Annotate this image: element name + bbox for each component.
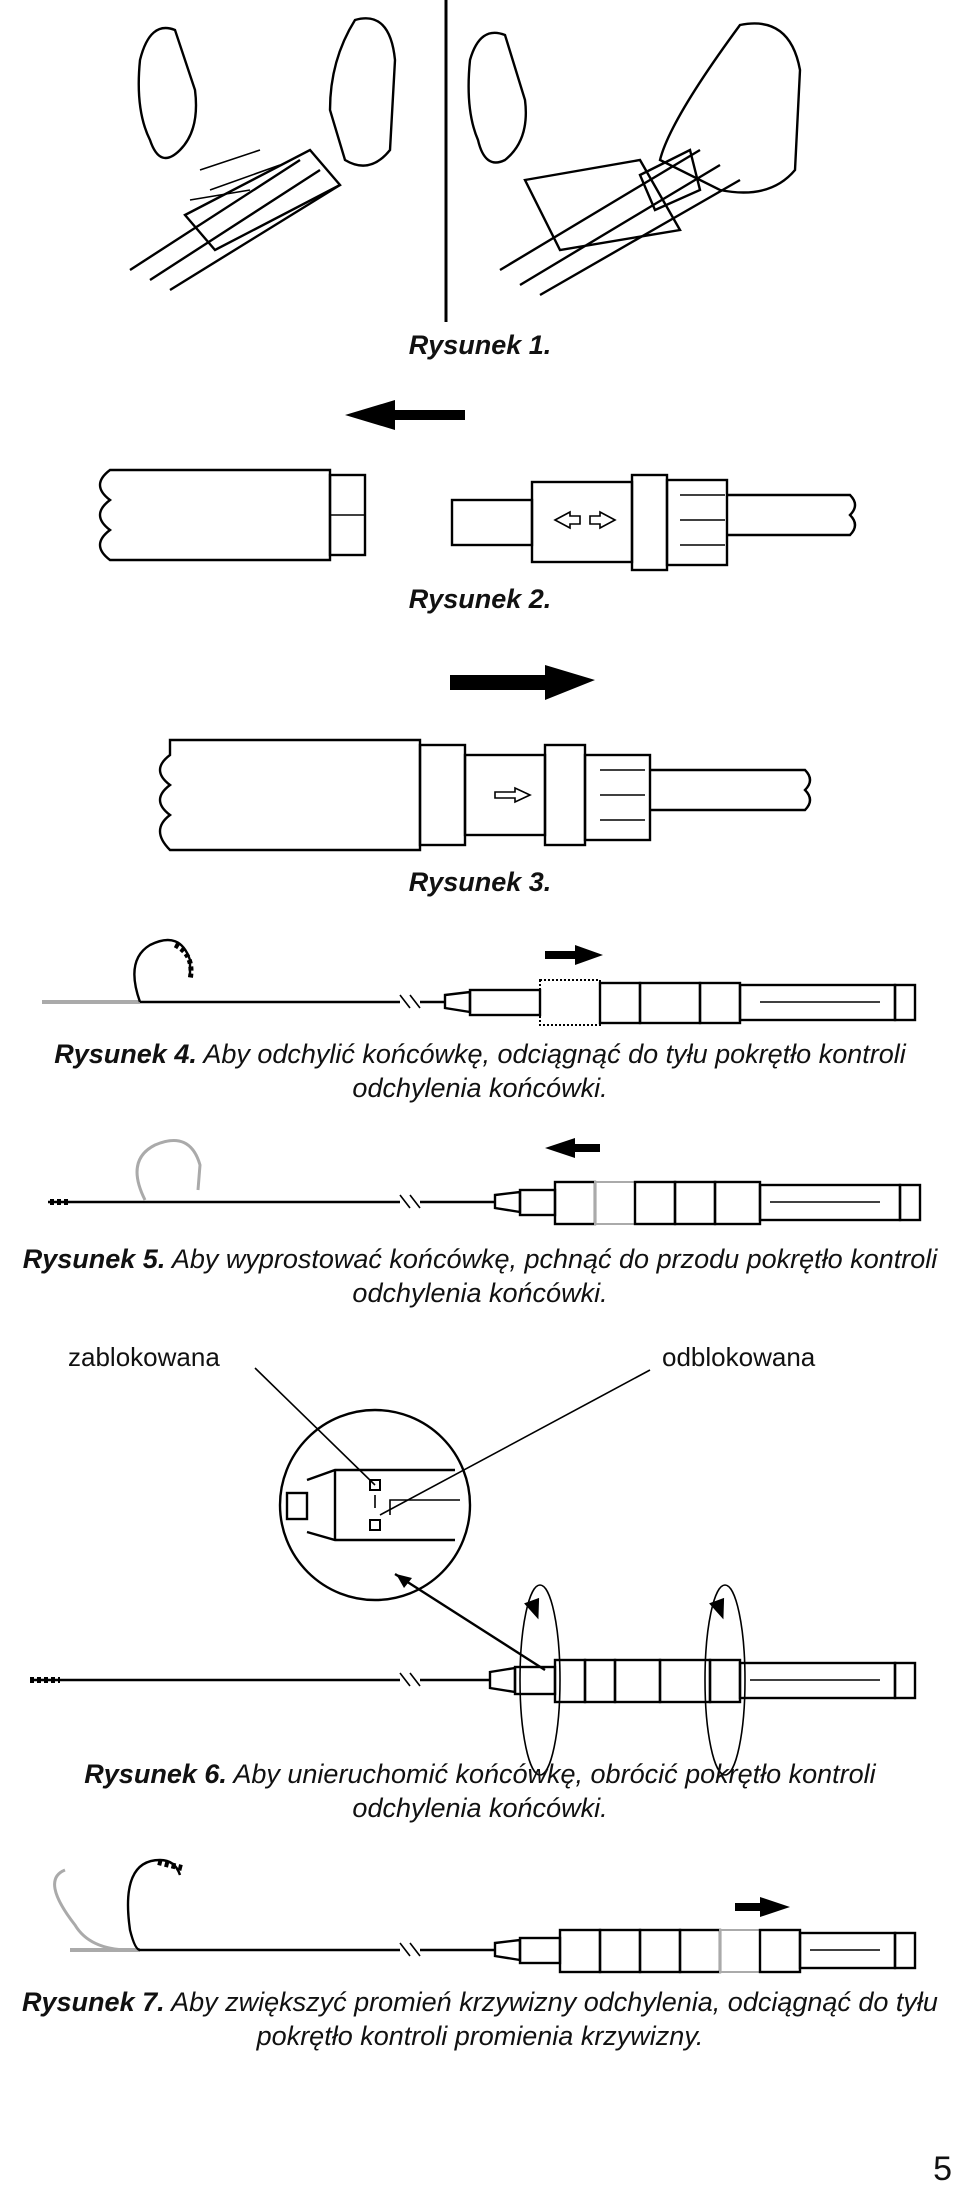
figure-7-text: Aby zwiększyć promień krzywizny odchylen… [164,1987,938,2051]
figure-5-text: Aby wyprostować końcówkę, pchnąć do przo… [165,1244,938,1308]
figure-3-illustration [158,665,812,852]
figure-6-number: Rysunek 6. [84,1759,227,1789]
figure-6-illustration [30,1367,917,1776]
figure-4-text: Aby odchylić końcówkę, odciągnąć do tyłu… [196,1039,906,1103]
figure-7-number: Rysunek 7. [22,1987,165,2017]
figure-4-caption: Rysunek 4. Aby odchylić końcówkę, odciąg… [10,1037,950,1105]
figure-1-illustration [129,0,802,322]
figure-6-text: Aby unieruchomić końcówkę, obrócić pokrę… [226,1759,876,1823]
figure-4-number: Rysunek 4. [54,1039,197,1069]
figure-7-illustration [53,1858,917,1974]
figure-5-illustration [48,1138,922,1226]
figure-2-caption: Rysunek 2. [0,582,960,616]
figure-2-number: Rysunek 2. [408,584,552,614]
figure-1-number: Rysunek 1. [408,330,552,360]
unlocked-label: odblokowana [662,1342,816,1372]
figure-6-caption: Rysunek 6. Aby unieruchomić końcówkę, ob… [20,1757,940,1825]
figure-3-number: Rysunek 3. [408,867,552,897]
page-number: 5 [933,2150,952,2188]
figure-2-illustration [98,400,857,572]
figure-5-number: Rysunek 5. [22,1244,166,1274]
figure-3-caption: Rysunek 3. [0,865,960,899]
figure-7-caption: Rysunek 7. Aby zwiększyć promień krzywiz… [10,1985,950,2053]
figure-1-caption: Rysunek 1. [0,328,960,362]
locked-label: zablokowana [68,1342,220,1372]
figure-4-illustration [42,938,917,1026]
figure-5-caption: Rysunek 5. Aby wyprostować końcówkę, pch… [20,1242,940,1310]
